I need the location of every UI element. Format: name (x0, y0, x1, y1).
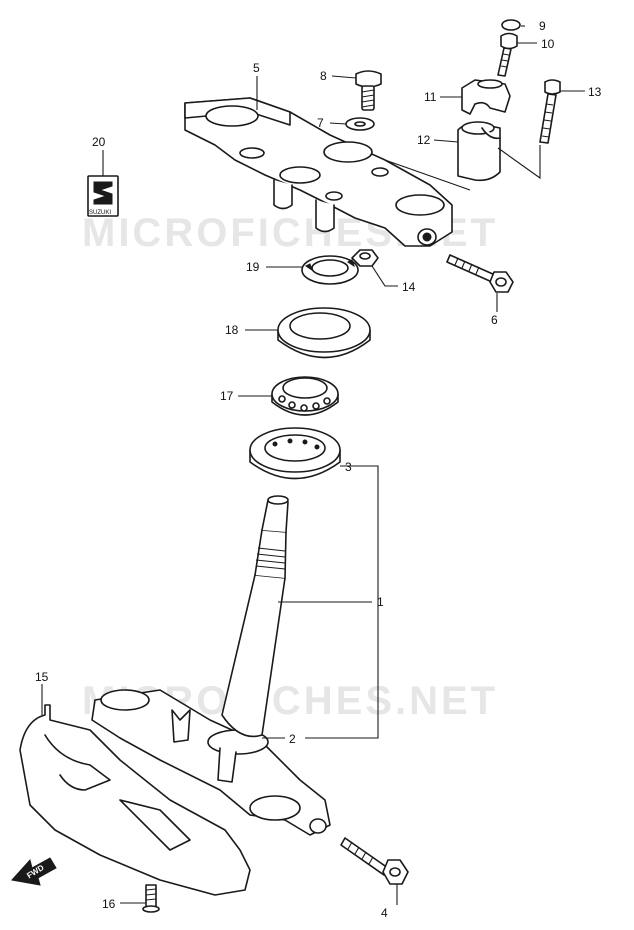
callout-15: 15 (35, 670, 49, 684)
washer-7[interactable] (345, 117, 375, 131)
bearing-race-3[interactable] (249, 427, 341, 480)
callout-11: 11 (424, 90, 437, 104)
upper-bracket[interactable] (184, 97, 453, 247)
callout-2: 2 (289, 732, 296, 746)
callout-7: 7 (317, 116, 324, 130)
callout-13: 13 (588, 85, 602, 99)
callout-16: 16 (102, 897, 116, 911)
locknut-19[interactable] (301, 255, 359, 285)
callout-8: 8 (320, 69, 327, 83)
leader-lines (41, 25, 585, 905)
callout-17: 17 (220, 389, 234, 403)
dust-seal-18[interactable] (277, 307, 371, 359)
steering-stem-lower-bracket[interactable] (91, 495, 331, 836)
bolt-6[interactable] (446, 254, 514, 293)
callout-14: 14 (402, 280, 416, 294)
leader-13-bracket (384, 145, 541, 191)
callout-3: 3 (345, 460, 352, 474)
suzuki-badge[interactable]: SUZUKI (87, 175, 119, 217)
callout-19: 19 (246, 260, 260, 274)
screw-16[interactable] (142, 884, 160, 913)
bolt-10[interactable] (497, 32, 518, 77)
badge-label: SUZUKI (89, 210, 111, 216)
nut-14[interactable] (351, 249, 379, 267)
callout-4: 4 (381, 906, 388, 920)
callout-18: 18 (225, 323, 239, 337)
callout-1: 1 (377, 595, 384, 609)
callouts: 1 2 3 4 5 6 7 8 9 10 11 12 13 14 15 16 1… (35, 19, 602, 920)
callout-12: 12 (417, 133, 431, 147)
callout-6: 6 (491, 313, 498, 327)
bolt-4[interactable] (340, 837, 409, 885)
cap-9[interactable] (501, 19, 521, 31)
callout-10: 10 (541, 37, 555, 51)
handlebar-holder-upper[interactable] (461, 79, 511, 115)
callout-9: 9 (539, 19, 546, 33)
bolt-13[interactable] (539, 79, 561, 144)
handlebar-holder-lower[interactable] (457, 121, 501, 182)
callout-5: 5 (253, 61, 260, 75)
bearing-upper-17[interactable] (271, 376, 339, 416)
lower-bracket-cover[interactable] (19, 704, 251, 896)
callout-20: 20 (92, 135, 106, 149)
bolt-8[interactable] (355, 70, 382, 111)
fwd-arrow: FWD (11, 857, 57, 886)
